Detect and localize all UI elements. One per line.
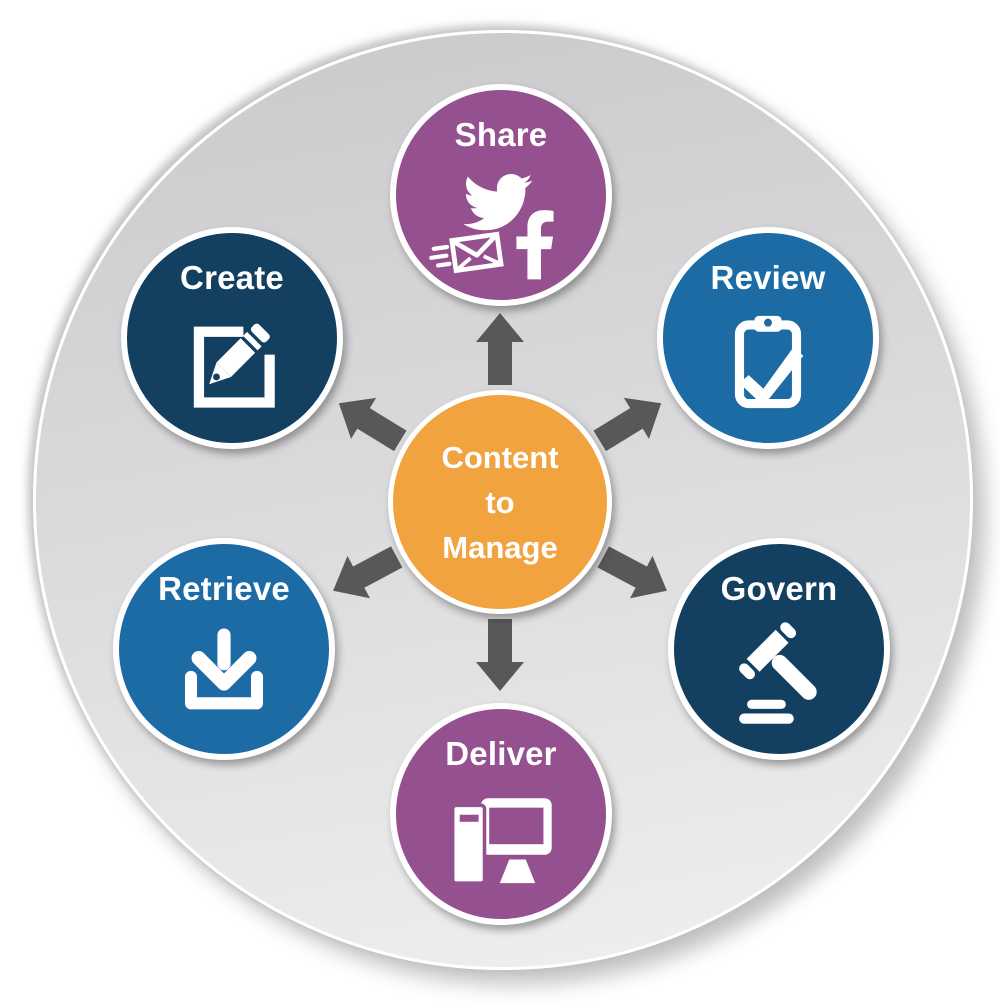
arrow-to-retrieve bbox=[321, 535, 408, 612]
node-create: Create bbox=[121, 227, 343, 449]
node-retrieve: Retrieve bbox=[113, 538, 335, 760]
desktop-computer-icon bbox=[436, 777, 566, 889]
hub-text-line-3: Manage bbox=[442, 529, 558, 565]
node-review-label: Review bbox=[710, 259, 826, 296]
node-retrieve-label: Retrieve bbox=[158, 570, 290, 607]
node-review: Review bbox=[657, 227, 879, 449]
gavel-icon bbox=[720, 612, 838, 726]
node-govern: Govern bbox=[668, 538, 890, 760]
speeding-envelope-icon bbox=[429, 231, 504, 274]
download-icon bbox=[168, 612, 280, 722]
node-share-label: Share bbox=[454, 116, 548, 153]
node-share: Share bbox=[390, 84, 612, 306]
arrow-to-govern bbox=[592, 535, 679, 612]
arrow-to-review bbox=[587, 382, 674, 462]
hub-text-line-2: to bbox=[485, 484, 515, 520]
edit-pencil-icon bbox=[173, 301, 291, 415]
node-deliver: Deliver bbox=[390, 703, 612, 925]
facebook-f-icon bbox=[516, 210, 554, 280]
hub-circle: Content to Manage bbox=[388, 390, 612, 614]
twitter-bird-icon bbox=[463, 173, 533, 231]
arrow-to-share bbox=[476, 313, 524, 385]
node-create-label: Create bbox=[180, 259, 284, 296]
arrow-to-deliver bbox=[476, 619, 524, 691]
share-icons-cluster bbox=[425, 158, 577, 283]
node-govern-label: Govern bbox=[720, 570, 838, 607]
node-deliver-label: Deliver bbox=[445, 735, 557, 772]
clipboard-check-icon bbox=[711, 301, 825, 415]
hub-text-line-1: Content bbox=[441, 439, 559, 475]
